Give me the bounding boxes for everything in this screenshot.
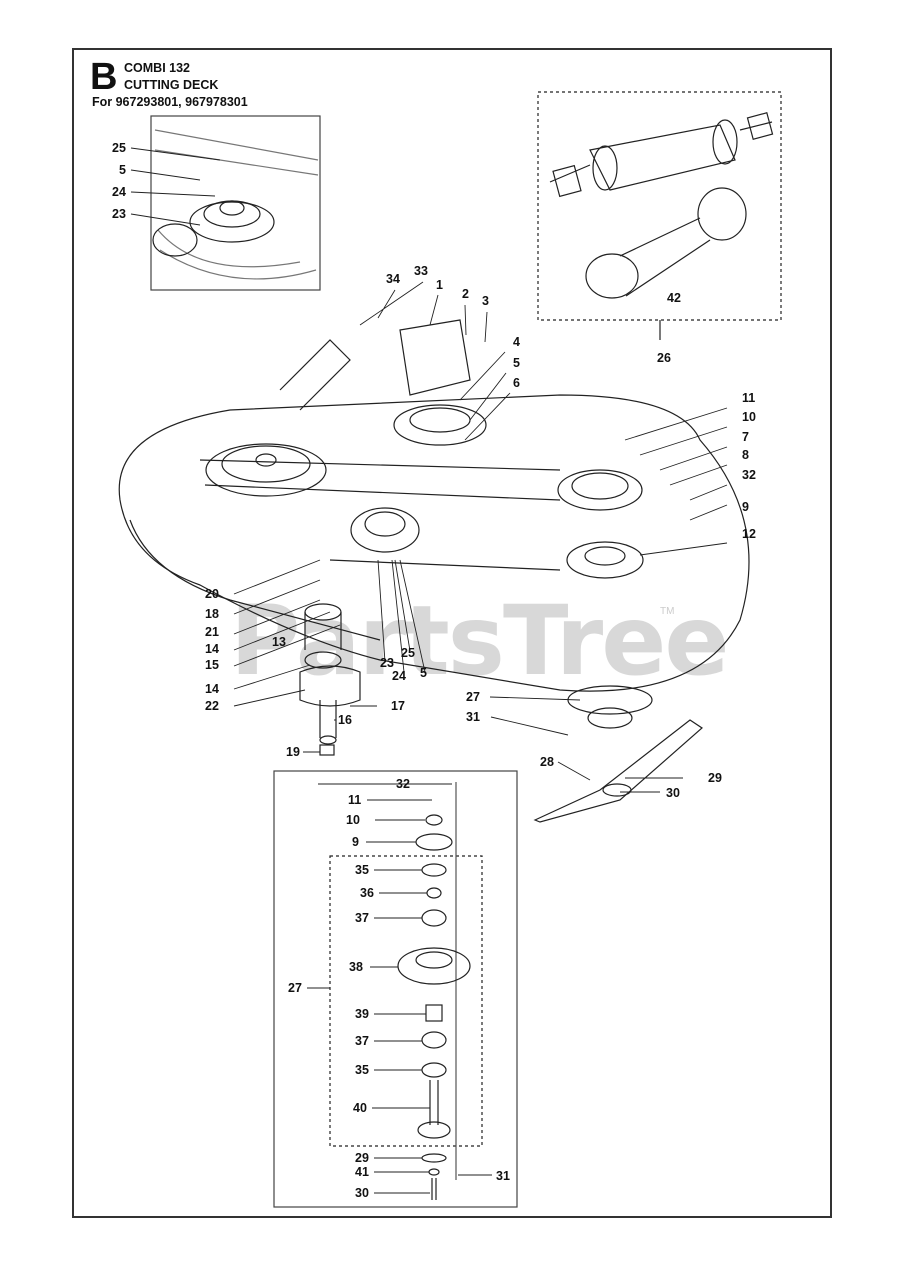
spindle-assembly-left (299, 603, 361, 756)
callout-24: 24 (392, 669, 406, 683)
callout-29: 29 (355, 1151, 369, 1165)
callout-14: 14 (205, 642, 219, 656)
callout-24: 24 (112, 185, 126, 199)
callout-32: 32 (742, 468, 756, 482)
callout-5: 5 (513, 356, 520, 370)
callout-21: 21 (205, 625, 219, 639)
callout-22: 22 (205, 699, 219, 713)
callout-33: 33 (414, 264, 428, 278)
callout-40: 40 (353, 1101, 367, 1115)
leader-lines (130, 147, 728, 1194)
callout-11: 11 (742, 391, 755, 405)
callout-37: 37 (355, 1034, 369, 1048)
callout-20: 20 (205, 587, 219, 601)
callout-31: 31 (496, 1169, 510, 1183)
callout-11: 11 (348, 793, 361, 807)
callout-28: 28 (540, 755, 554, 769)
inset-pulley (152, 129, 319, 280)
callout-32: 32 (396, 777, 410, 791)
callout-1: 1 (436, 278, 443, 292)
blade-assembly (533, 685, 703, 823)
callout-30: 30 (355, 1186, 369, 1200)
section-letter: B (90, 56, 118, 98)
callout-19: 19 (286, 745, 300, 759)
callout-39: 39 (355, 1007, 369, 1021)
callout-10: 10 (346, 813, 360, 827)
callout-29: 29 (708, 771, 722, 785)
watermark: PartsTree (230, 585, 729, 697)
spindle-exploded-parts (397, 782, 471, 1200)
callout-38: 38 (349, 960, 363, 974)
cutting-deck (118, 319, 750, 692)
callout-27: 27 (466, 690, 480, 704)
callout-23: 23 (380, 656, 394, 670)
callout-16: 16 (338, 713, 352, 727)
model-title: COMBI 132 (124, 61, 190, 75)
model-numbers: For 967293801, 967978301 (92, 95, 248, 109)
callout-labels: 25 5 24 23 34 33 1 2 3 4 5 6 11 10 7 8 3… (112, 141, 756, 1200)
callout-15: 15 (205, 658, 219, 672)
callout-27: 27 (288, 981, 302, 995)
callout-26: 26 (657, 351, 671, 365)
callout-13: 13 (272, 635, 286, 649)
callout-36: 36 (360, 886, 374, 900)
callout-4: 4 (513, 335, 520, 349)
callout-5: 5 (420, 666, 427, 680)
callout-25: 25 (112, 141, 126, 155)
callout-41: 41 (355, 1165, 369, 1179)
callout-35: 35 (355, 863, 369, 877)
callout-9: 9 (352, 835, 359, 849)
callout-8: 8 (742, 448, 749, 462)
callout-2: 2 (462, 287, 469, 301)
inset-photo (150, 115, 321, 291)
callout-34: 34 (386, 272, 400, 286)
callout-7: 7 (742, 430, 749, 444)
callout-3: 3 (482, 294, 489, 308)
callout-30: 30 (666, 786, 680, 800)
callout-31: 31 (466, 710, 480, 724)
callout-6: 6 (513, 376, 520, 390)
diagram-frame (72, 48, 832, 1218)
watermark-tm: TM (660, 606, 675, 617)
callout-35: 35 (355, 1063, 369, 1077)
callout-42: 42 (667, 291, 681, 305)
callout-23: 23 (112, 207, 126, 221)
pto-shaft-guard (585, 187, 747, 299)
spindle-kit-box (329, 855, 483, 1147)
callout-17: 17 (391, 699, 405, 713)
callout-18: 18 (205, 607, 219, 621)
callout-25: 25 (401, 646, 415, 660)
callout-14: 14 (205, 682, 219, 696)
callout-37: 37 (355, 911, 369, 925)
callout-9: 9 (742, 500, 749, 514)
callout-12: 12 (742, 527, 756, 541)
pto-shaft-box (537, 91, 782, 321)
callout-5: 5 (119, 163, 126, 177)
pto-shaft (549, 112, 774, 198)
callout-10: 10 (742, 410, 756, 424)
section-title: CUTTING DECK (124, 78, 219, 92)
spindle-detail-box (273, 770, 518, 1208)
